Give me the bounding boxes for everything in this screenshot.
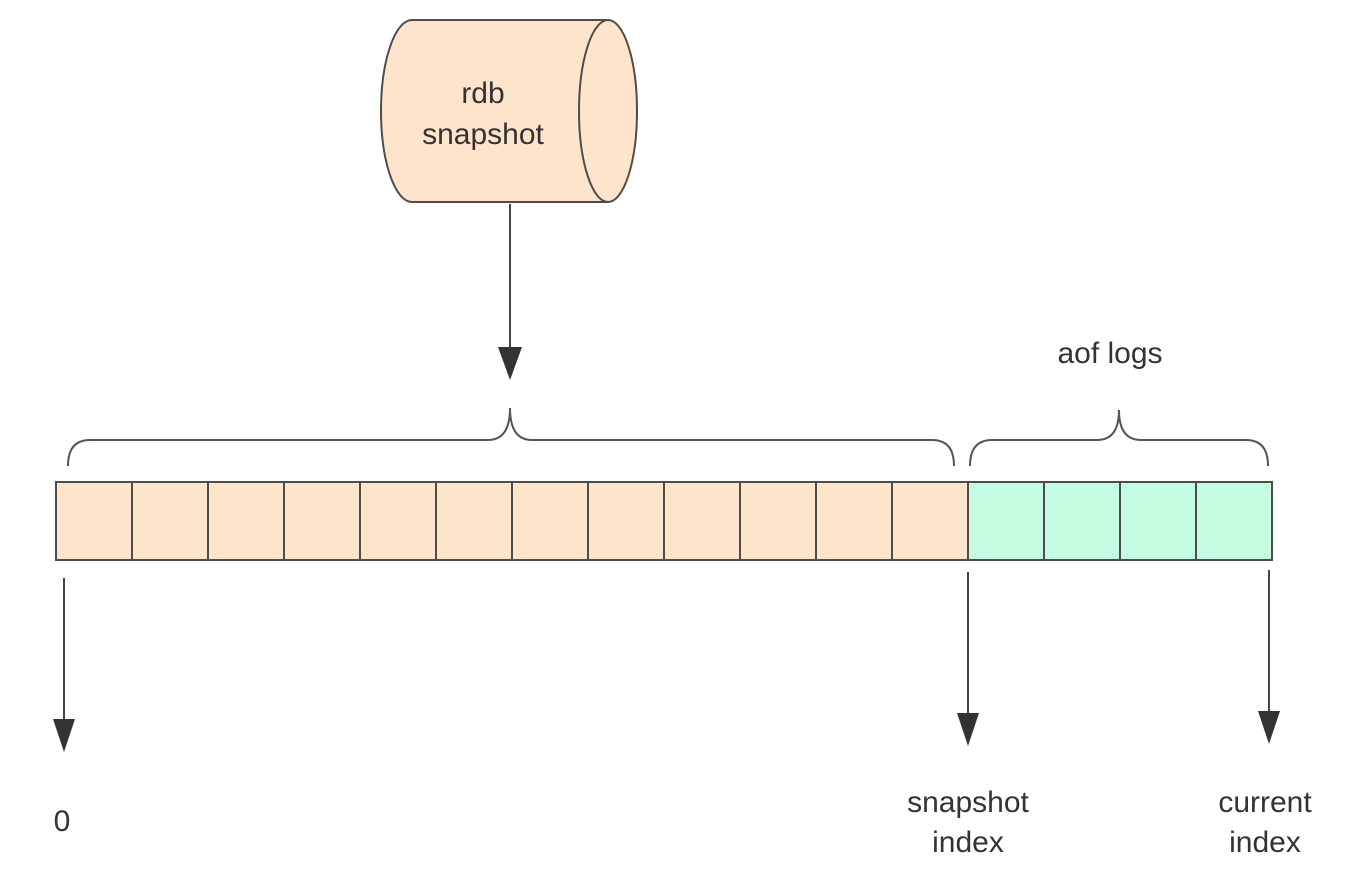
aof-log-cell [1195, 481, 1273, 561]
snapshot-index-label-line2: index [932, 826, 1004, 859]
aof-log-cell [1119, 481, 1197, 561]
snapshot-index-arrow [957, 572, 979, 746]
aof-range-brace [969, 409, 1269, 467]
snapshot-log-cell [131, 481, 209, 561]
zero-index-arrow [53, 578, 75, 752]
snapshot-log-cell [511, 481, 589, 561]
snapshot-log-cell [207, 481, 285, 561]
snapshot-index-label-line1: snapshot [907, 786, 1029, 819]
current-index-label-line2: index [1229, 826, 1301, 859]
cylinder-body [380, 19, 609, 203]
snapshot-log-cell [359, 481, 437, 561]
aof-logs-label: aof logs [1057, 337, 1162, 370]
current-index-arrow-head [1258, 711, 1280, 744]
snapshot-log-cell [55, 481, 133, 561]
snapshot-log-cell [891, 481, 969, 561]
snapshot-label-line1: rdb [461, 77, 504, 110]
aof-log-cell [967, 481, 1045, 561]
snapshot-arrow [498, 204, 522, 380]
zero-index-label: 0 [54, 805, 71, 838]
snapshot-arrow-head [498, 347, 522, 380]
current-index-label-line1: current [1218, 786, 1312, 819]
cylinder-end-cap [578, 19, 638, 203]
snapshot-log-cell [587, 481, 665, 561]
snapshot-log-cell [283, 481, 361, 561]
zero-arrow-head [53, 719, 75, 752]
snapshot-log-cell [435, 481, 513, 561]
snapshot-log-cell [739, 481, 817, 561]
snapshot-log-cell [663, 481, 741, 561]
snapshot-index-arrow-head [957, 713, 979, 746]
snapshot-range-brace [67, 407, 955, 467]
rdb-snapshot-cylinder: rdb snapshot [380, 19, 638, 203]
snapshot-log-cell [815, 481, 893, 561]
snapshot-label-line2: snapshot [422, 118, 544, 151]
current-index-arrow [1258, 570, 1280, 744]
log-cells [55, 481, 1273, 561]
aof-log-cell [1043, 481, 1121, 561]
